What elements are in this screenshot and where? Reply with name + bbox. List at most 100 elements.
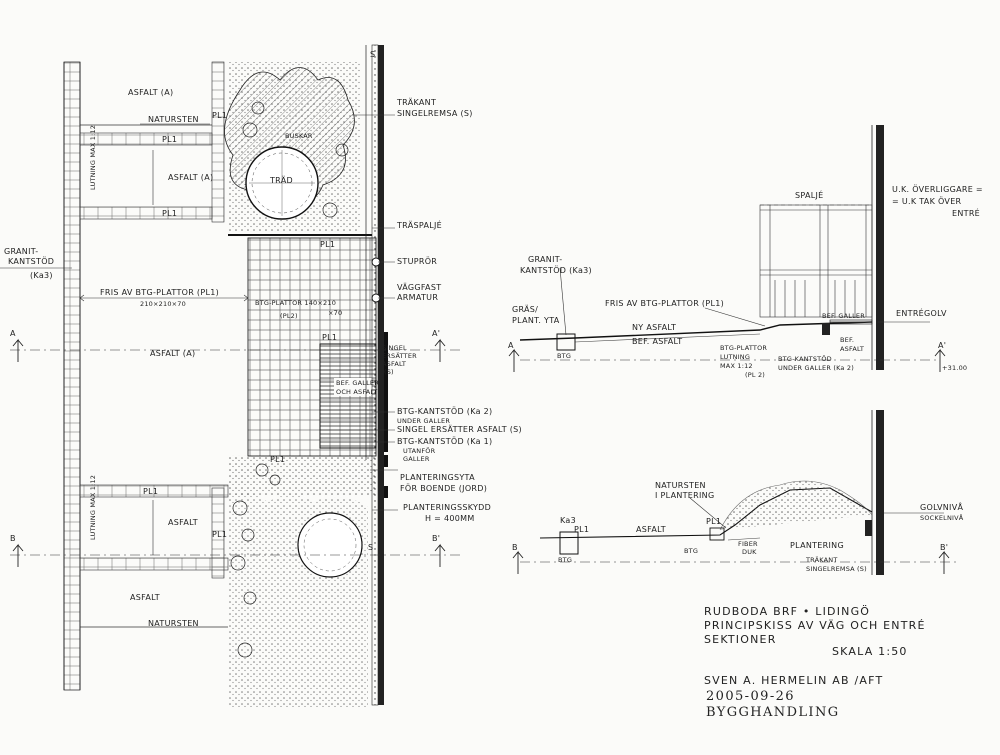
title-date: 2005-09-26 bbox=[706, 689, 795, 704]
plan-singel4: (S) bbox=[384, 368, 394, 376]
plan-sec-b2: B' bbox=[432, 534, 440, 543]
sec-a-uk1: U.K. ÖVERLIGGARE = bbox=[892, 184, 983, 194]
title-block: RUDBODA BRF • LIDINGÖ PRINCIPSKISS AV VÄ… bbox=[704, 605, 926, 720]
sec-b-pl1: PL1 bbox=[574, 525, 589, 534]
plan-singel3: ASFALT bbox=[382, 360, 406, 368]
title-line2: PRINCIPSKISS AV VÄG OCH ENTRÉ bbox=[704, 619, 926, 632]
plan-pl1-e: PL1 bbox=[322, 333, 337, 342]
sec-b-fiber: FIBER bbox=[738, 540, 758, 548]
sec-b-b: B bbox=[512, 543, 518, 552]
plan-pl1-g: PL1 bbox=[143, 487, 158, 496]
sec-a-a2: A' bbox=[938, 341, 946, 350]
plan-for-boende: FÖR BOENDE (JORD) bbox=[400, 483, 487, 493]
sec-a-uk2: = U.K TAK ÖVER bbox=[892, 196, 962, 206]
plan-btgplattor: BTG-PLATTOR 140×210 bbox=[255, 299, 336, 307]
sec-a-entregolv: ENTRÉGOLV bbox=[896, 307, 947, 318]
plan-natursten-top: NATURSTEN bbox=[148, 115, 199, 124]
plan-sec-a: A bbox=[10, 329, 16, 338]
plan-pl1-f: PL1 bbox=[270, 455, 285, 464]
plan-trad: TRÄD bbox=[269, 175, 293, 185]
plan-och-asfalt: OCH ASFALT bbox=[336, 388, 377, 396]
plan-ka3: (Ka3) bbox=[30, 271, 53, 280]
sec-b-sockelniva: SOCKELNIVÅ bbox=[920, 513, 964, 522]
plan-asfalt-bot2: ASFALT bbox=[130, 593, 160, 602]
plan-pl1-a: PL1 bbox=[212, 111, 227, 120]
plan-stupror: STUPRÖR bbox=[397, 256, 437, 266]
sec-a-ny-asfalt: NY ASFALT bbox=[632, 323, 676, 332]
sec-a-gras: GRÄS/ bbox=[512, 304, 538, 314]
sec-a-btg-kantstod: BTG-KANTSTÖD bbox=[778, 354, 832, 363]
plan-planteringsyta: PLANTERINGSYTA bbox=[400, 473, 475, 482]
sec-b-pl1b: PL1 bbox=[706, 517, 721, 526]
sec-b-natursten: NATURSTEN bbox=[655, 481, 706, 490]
sec-a-bef-asfalt: BEF. ASFALT bbox=[632, 337, 682, 346]
plan-traspalje: TRÄSPALJÉ bbox=[396, 219, 442, 230]
plan-asfalt-a-mid: ASFALT (A) bbox=[168, 173, 213, 182]
plan-singel2: ERSÄTTER bbox=[382, 351, 417, 360]
sec-a-granit: GRANIT- bbox=[528, 255, 562, 264]
plan-utanfor: UTANFÖR bbox=[403, 446, 436, 455]
plan-asfalt-a-top: ASFALT (A) bbox=[128, 88, 173, 97]
section-b: NATURSTEN I PLANTERING GOLVNIVÅ SOCKELNI… bbox=[512, 410, 964, 575]
plan-sec-a2: A' bbox=[432, 329, 440, 338]
sec-a-a: A bbox=[508, 341, 514, 350]
plan-bef-galler: BEF. GALLER bbox=[336, 379, 379, 387]
plan-btg-kantstod-ka1: BTG-KANTSTÖD (Ka 1) bbox=[397, 436, 492, 446]
title-line1: RUDBODA BRF • LIDINGÖ bbox=[704, 605, 870, 618]
plan-singelremsa: SINGELREMSA (S) bbox=[397, 109, 473, 118]
sec-a-kantstod: KANTSTÖD (Ka3) bbox=[520, 265, 592, 275]
sec-a-level: +31.00 bbox=[942, 364, 967, 372]
plan-armatur: ARMATUR bbox=[397, 293, 438, 302]
plan-btgplattor-dim: ×70 bbox=[328, 309, 342, 317]
sec-a-spalje: SPALJÉ bbox=[795, 189, 824, 200]
plan-sec-b: B bbox=[10, 534, 16, 543]
plan-pl1-c: PL1 bbox=[162, 209, 177, 218]
plan-fris: FRIS AV BTG-PLATTOR (PL1) bbox=[100, 288, 219, 297]
plan-pl2: (PL2) bbox=[280, 312, 298, 320]
title-scale: SKALA 1:50 bbox=[832, 645, 908, 658]
sec-a-bef-galler: BEF. GALLER bbox=[822, 312, 865, 320]
sec-b-golvniva: GOLVNIVÅ bbox=[920, 501, 963, 512]
plan-singel1: SINGEL bbox=[382, 344, 407, 352]
sec-b-trakant: TRÄKANT bbox=[805, 555, 838, 564]
plan-s-mark1: S bbox=[370, 50, 375, 59]
plan-under-galler: UNDER GALLER bbox=[397, 417, 450, 425]
plan-pl1-b: PL1 bbox=[162, 135, 177, 144]
title-line3: SEKTIONER bbox=[704, 633, 777, 646]
sec-a-asfalt: ASFALT bbox=[840, 345, 864, 353]
sec-a-btgplattor: BTG-PLATTOR bbox=[720, 344, 767, 352]
plan-asfalt-big: ASFALT (A) bbox=[150, 349, 195, 358]
plan-trakant: TRÄKANT bbox=[396, 97, 436, 107]
sec-a-max: MAX 1:12 bbox=[720, 362, 753, 370]
sec-a-bef: BEF. bbox=[840, 336, 854, 344]
sec-b-btg2: BTG bbox=[684, 547, 698, 555]
title-status: BYGGHANDLING bbox=[706, 705, 840, 720]
plan-pl1-h: PL1 bbox=[212, 530, 227, 539]
sec-a-pl2: (PL 2) bbox=[745, 371, 765, 379]
sec-b-singelremsa: SINGELREMSA (S) bbox=[806, 565, 867, 573]
plan-asfalt-bot: ASFALT bbox=[168, 518, 198, 527]
plan-singel-ersatter: SINGEL ERSÄTTER ASFALT (S) bbox=[397, 424, 522, 434]
sec-b-ka3: Ka3 bbox=[560, 516, 576, 525]
sec-a-lutning: LUTNING bbox=[720, 353, 750, 361]
plan-buskar: BUSKAR bbox=[285, 132, 313, 140]
sec-b-i-plantering: I PLANTERING bbox=[655, 491, 714, 500]
sec-b-btg: BTG bbox=[558, 556, 572, 564]
plan-natursten-bot: NATURSTEN bbox=[148, 619, 199, 628]
plan-fris-dim: 210×210×70 bbox=[140, 300, 186, 308]
plan-vaggfast: VÄGGFAST bbox=[397, 282, 441, 292]
plan-granit: GRANIT- bbox=[4, 247, 38, 256]
plan-pl1-d: PL1 bbox=[320, 240, 335, 249]
plan-kantstod: KANTSTÖD bbox=[8, 256, 54, 266]
plan-lutning-bot: LUTNING MAX 1:12 bbox=[89, 475, 97, 540]
plan-s-mark2: S bbox=[368, 543, 373, 552]
sec-a-fris: FRIS AV BTG-PLATTOR (PL1) bbox=[605, 299, 724, 308]
plan-h400: H = 400MM bbox=[425, 514, 475, 523]
section-a: SPALJÉ U.K. ÖVERLIGGARE = = U.K TAK ÖVER… bbox=[508, 125, 983, 379]
plan-btg-kantstod-ka2: BTG-KANTSTÖD (Ka 2) bbox=[397, 406, 492, 416]
plan-planteringsskydd: PLANTERINGSSKYDD bbox=[403, 503, 491, 512]
plan-view: ASFALT (A) NATURSTEN PL1 PL1 LUTNING MAX… bbox=[0, 44, 522, 707]
sec-a-btg: BTG bbox=[557, 352, 571, 360]
